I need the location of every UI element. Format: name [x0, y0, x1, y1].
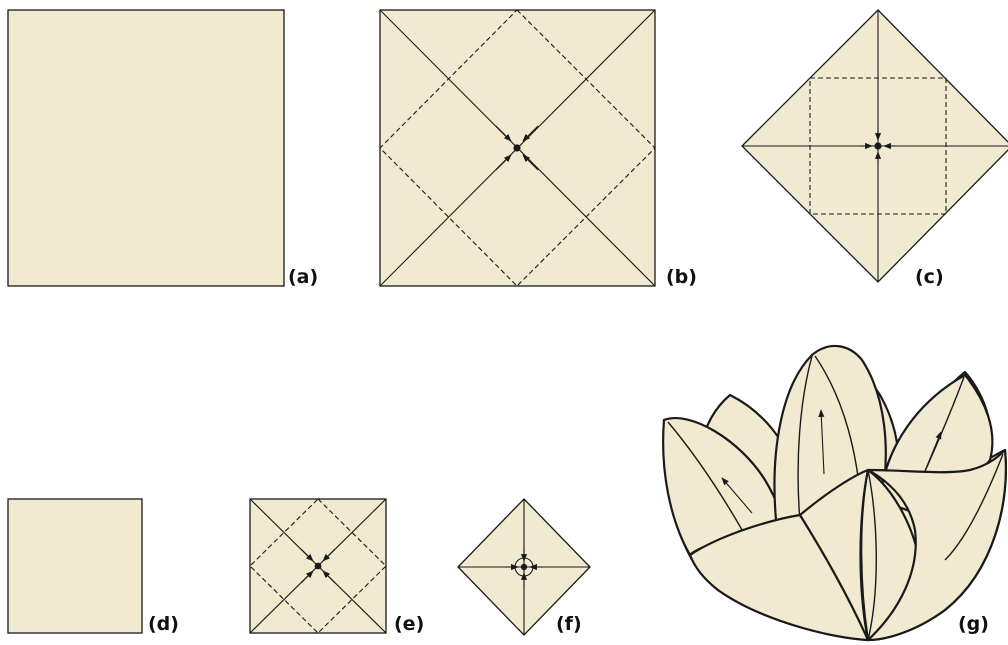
fold-to-center-arrows [505, 548, 543, 586]
fold-to-center-arrows [859, 127, 897, 165]
step-f-label: (f) [556, 613, 582, 635]
step-d-square: (d) [7, 498, 179, 635]
step-b-square: (b) [379, 9, 697, 288]
unfold-arrow [818, 409, 825, 475]
fold-to-center-arrows [300, 548, 336, 584]
step-a-label: (a) [288, 266, 318, 288]
center-point [513, 144, 521, 152]
center-point [520, 563, 528, 571]
center-point [314, 562, 322, 570]
step-e-square: (e) [249, 498, 424, 635]
fold-to-center-arrows [495, 125, 539, 171]
step-f-diamond: (f) [457, 498, 591, 636]
unfold-arrow [721, 477, 753, 514]
lotus-front-petal-right [866, 448, 1007, 642]
step-b-label: (b) [666, 266, 697, 288]
step-c-diamond: (c) [741, 9, 1008, 288]
step-e-label: (e) [394, 613, 424, 635]
step-a-square: (a) [7, 9, 318, 288]
step-c-label: (c) [915, 266, 944, 288]
step-d-label: (d) [148, 613, 179, 635]
step-g-lotus: (g) [662, 344, 1007, 642]
step-g-label: (g) [958, 613, 989, 635]
center-point [874, 142, 882, 150]
